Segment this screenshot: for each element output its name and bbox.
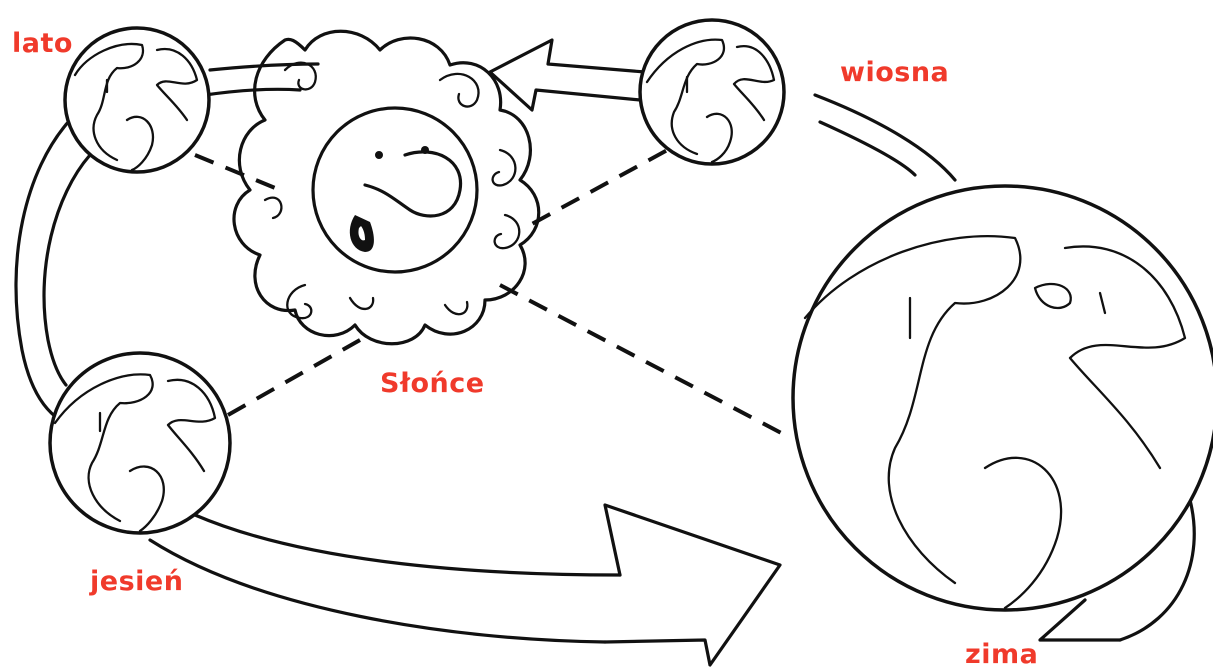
earth-autumn [48,351,232,535]
labels: lato wiosna jesień zima Słońce [12,28,1038,670]
earth-winter [791,184,1213,612]
label-winter: zima [965,639,1038,670]
sun-lines [194,133,786,437]
earth-summer [63,26,211,174]
label-autumn: jesień [89,566,183,597]
label-spring: wiosna [840,57,949,88]
label-summer: lato [12,28,73,59]
orbit-arrow [14,38,1196,667]
label-sun: Słońce [380,368,485,399]
sun [232,29,541,346]
earth-spring [638,18,786,166]
